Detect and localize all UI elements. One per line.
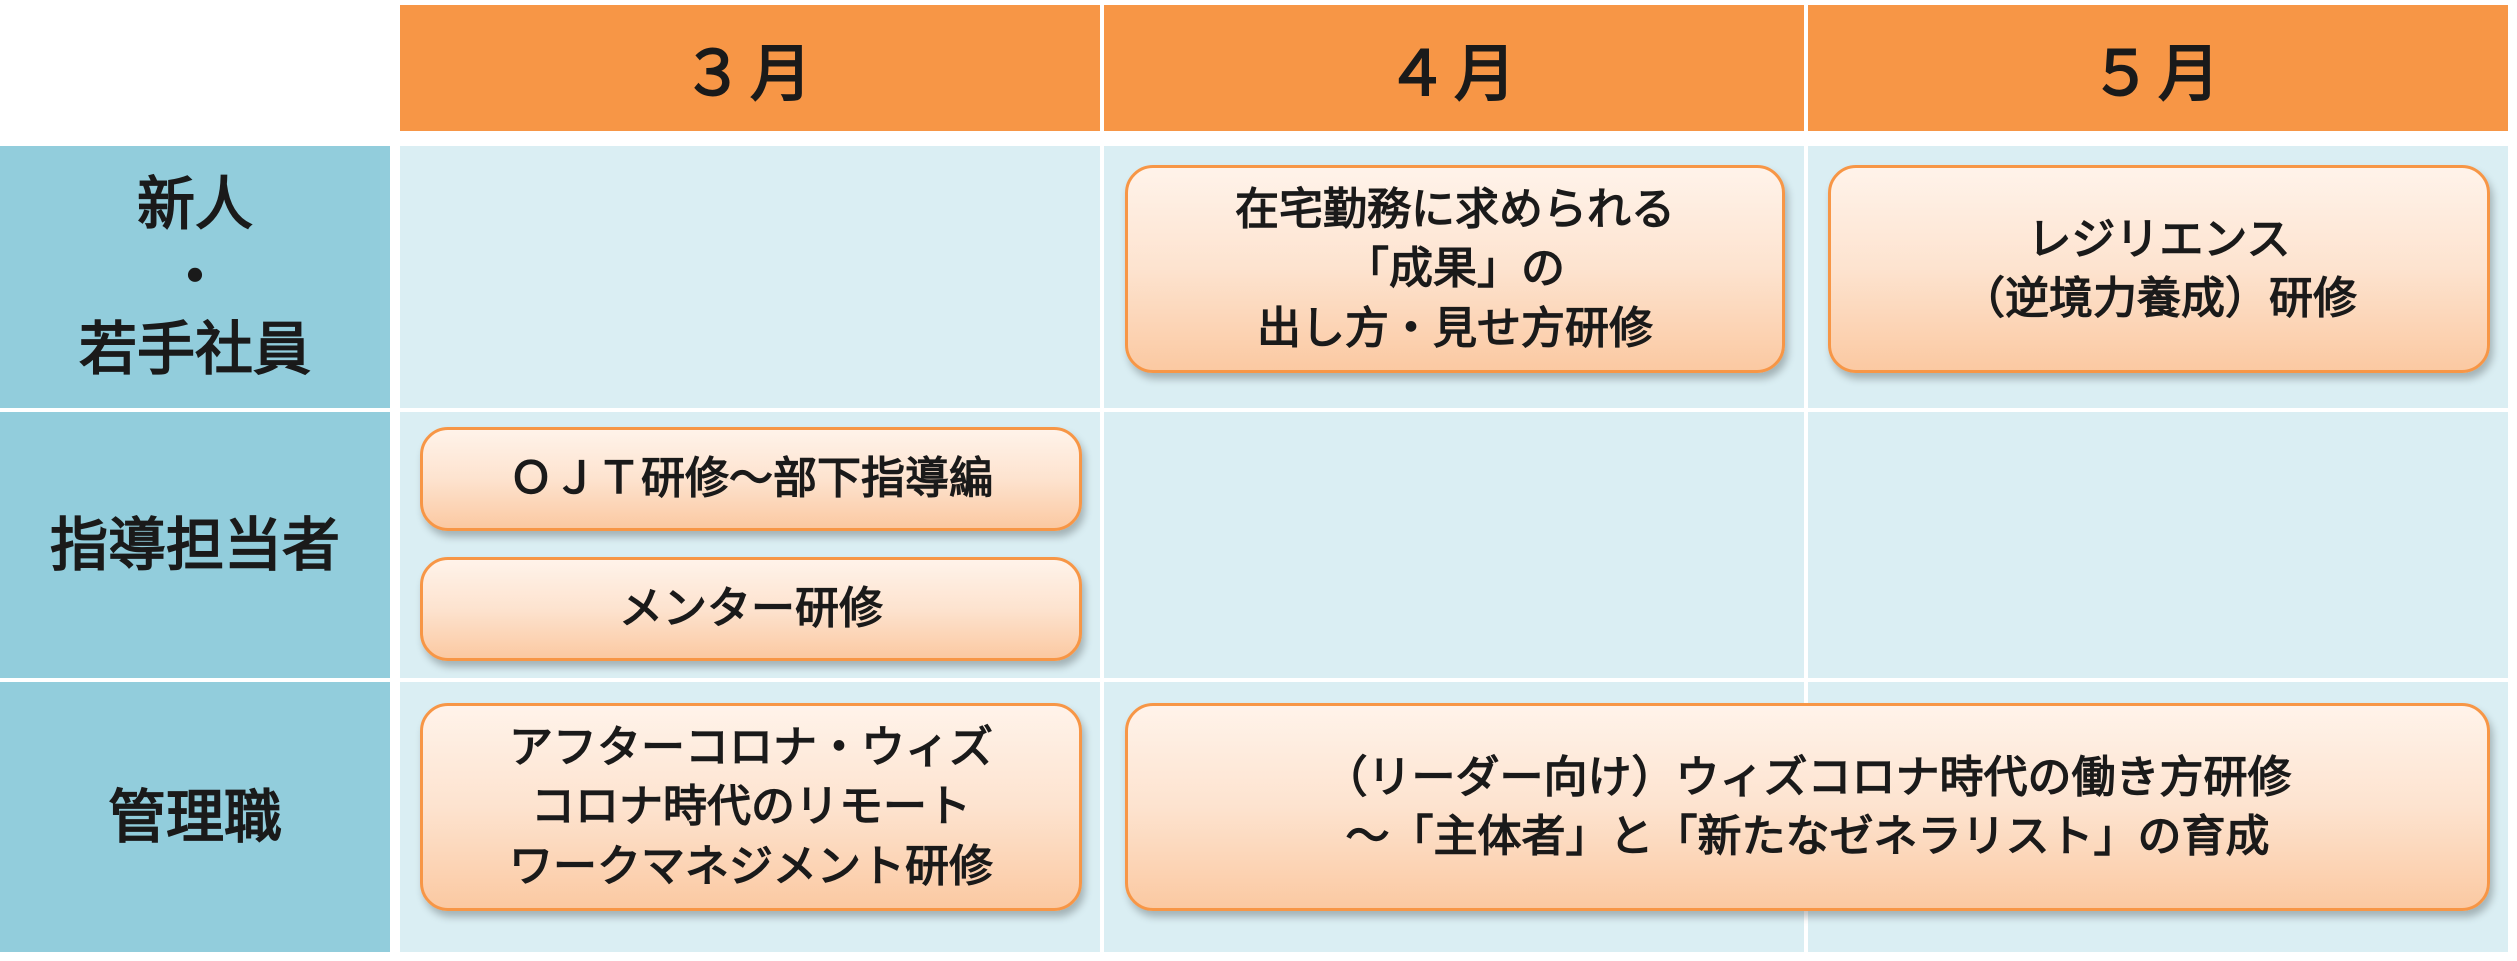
course-ojt-subordinate-guidance[interactable]: ＯＪＴ研修～部下指導編 <box>420 427 1082 531</box>
row-header-new-young-employees: 新人 ・ 若手社員 <box>0 146 390 408</box>
course-resilience[interactable]: レジリエンス （逆境力養成）研修 <box>1828 165 2490 373</box>
course-title-line: レジリエンス <box>2027 213 2291 265</box>
course-title-line: ワークマネジメント研修 <box>509 840 993 892</box>
course-after-corona-remote-management[interactable]: アフターコロナ・ウィズ コロナ時代のリモート ワークマネジメント研修 <box>420 703 1082 911</box>
course-title-line: 「成果」の <box>1345 243 1565 295</box>
course-title-line: （逆境力養成）研修 <box>1961 273 2357 324</box>
month-header-may: ５月 <box>1808 5 2508 131</box>
course-title-line: 出し方・見せ方研修 <box>1257 302 1653 354</box>
row-header-instructors: 指導担当者 <box>0 412 390 678</box>
row-header-line: 指導担当者 <box>49 510 340 579</box>
course-remote-results-presentation[interactable]: 在宅勤務に求められる 「成果」の 出し方・見せ方研修 <box>1125 165 1785 373</box>
course-title-line: メンター研修 <box>619 583 883 635</box>
course-leader-with-corona-workstyle[interactable]: （リーダー向け）ウィズコロナ時代の働き方研修 ～「主体者」と「新たなゼネラリスト… <box>1125 703 2490 911</box>
course-title-line: 在宅勤務に求められる <box>1235 183 1675 235</box>
row-header-line: 管理職 <box>107 782 282 851</box>
course-mentor[interactable]: メンター研修 <box>420 557 1082 661</box>
course-title-line: ＯＪＴ研修～部下指導編 <box>509 453 993 505</box>
month-header-march: ３月 <box>400 5 1100 131</box>
row-header-managers: 管理職 <box>0 682 390 952</box>
course-title-line: （リーダー向け）ウィズコロナ時代の働き方研修 <box>1323 751 2292 803</box>
grid-cell-row1-march <box>400 146 1100 408</box>
row-header-line: 新人 <box>136 170 253 239</box>
course-title-line: ～「主体者」と「新たなゼネラリスト」の育成 <box>1345 811 2270 862</box>
course-title-line: アフターコロナ・ウィズ <box>509 721 993 773</box>
row-header-line: 若手社員 <box>78 315 311 384</box>
grid-cell-row2-may <box>1808 412 2508 678</box>
course-title-line: コロナ時代のリモート <box>531 781 971 833</box>
row-header-line: ・ <box>165 242 224 311</box>
grid-cell-row2-april <box>1104 412 1804 678</box>
month-header-april: ４月 <box>1104 5 1804 131</box>
